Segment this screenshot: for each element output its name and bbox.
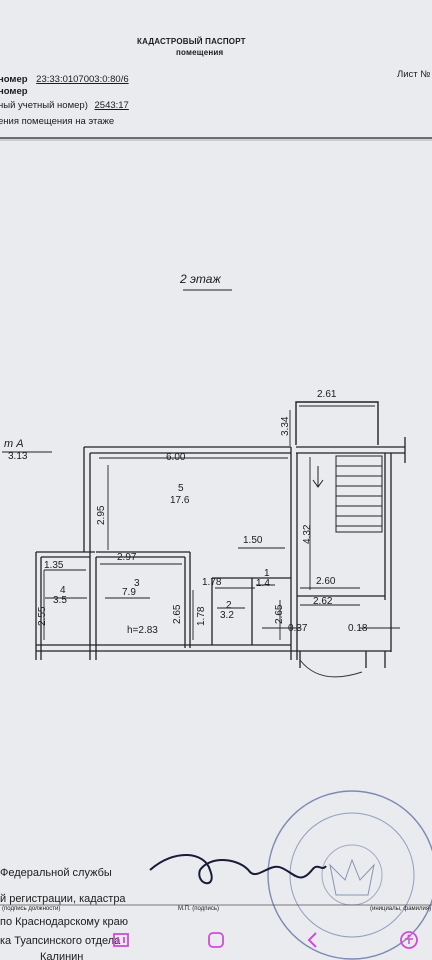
cut-value: 3.13 [8,451,28,462]
dim-2-60: 2.60 [316,576,336,587]
stair-tower-outline [295,401,379,445]
signature-stroke [149,854,327,885]
dim-2-55: 2.55 [37,606,48,626]
dim-1-35: 1.35 [44,560,64,571]
dim-2-65-right: 2.65 [274,604,285,624]
dim-0-18: 0.18 [348,623,368,634]
staircase [312,455,383,533]
door-arc [299,659,363,678]
dim-3-34: 3.34 [280,416,291,436]
cadastral-number-value: 23:33:0107003:0:80/6 [36,74,129,85]
dim-4-32: 4.32 [302,524,313,544]
dim-2-97: 2.97 [117,552,137,563]
caption-position: (подпись должности) [2,906,61,912]
sheet-number-label: Лист № [397,69,431,80]
document-title: КАДАСТРОВЫЙ ПАСПОРТ [137,37,246,46]
dim-0-37: 0.37 [288,623,308,634]
room-3-area: 7.9 [122,587,136,598]
placement-label: ения помещения на этаже [0,116,115,127]
room-4-number: 4 [60,585,66,596]
prev-number-label: номер [0,86,28,97]
home-icon[interactable] [205,929,227,951]
room-4-area: 3.5 [53,595,67,606]
dim-6-00: 6.00 [166,452,186,463]
document-subtitle: помещения [176,48,224,57]
dim-1-78-vert: 1.78 [196,606,207,626]
room-3-number: 3 [134,578,140,589]
cadastral-number-label: номер [0,74,28,85]
room-1-number: 1 [264,568,270,579]
room-2-area: 3.2 [220,610,234,621]
room-5-number: 5 [178,483,184,494]
menu-icon[interactable] [110,929,132,951]
footer-line-2: й регистрации, кадастра [0,893,126,905]
footer-line-5: Калинин [40,951,84,960]
dim-1-78-top: 1.78 [202,577,222,588]
room-5-area: 17.6 [170,495,190,506]
footer-line-4: ка Туапсинского отдела [0,935,121,947]
ceiling-height: h=2.83 [127,625,158,636]
footer-line-3: по Краснодарскому краю [0,916,128,928]
dim-2-65-left: 2.65 [172,604,183,624]
dim-1-50: 1.50 [243,535,263,546]
inventory-number-label: ный учетный номер) [0,100,88,111]
dim-2-62: 2.62 [313,596,333,607]
official-stamp [267,790,432,960]
back-icon[interactable] [302,929,324,951]
caption-name: (инициалы, фамилия) [370,906,432,912]
dim-2-95: 2.95 [96,505,107,525]
footer-line-1: Федеральной службы [0,867,112,879]
cadastral-number-row: номер 23:33:0107003:0:80/6 [0,74,129,85]
outer-walls [35,437,406,668]
accessibility-icon[interactable] [398,929,420,951]
inventory-number-row: ный учетный номер) 2543:17 [0,100,129,111]
cut-label: т А [4,438,24,450]
system-navigation-bar [0,921,432,960]
room-1-area: 1.4 [256,578,270,589]
dimension-lines [43,405,400,640]
dim-2-61: 2.61 [317,389,337,400]
room-2-number: 2 [226,600,232,611]
floor-label: 2 этаж [180,272,221,286]
caption-stamp-sign: М.П. (подпись) [178,906,219,912]
inventory-number-value: 2543:17 [94,100,129,111]
